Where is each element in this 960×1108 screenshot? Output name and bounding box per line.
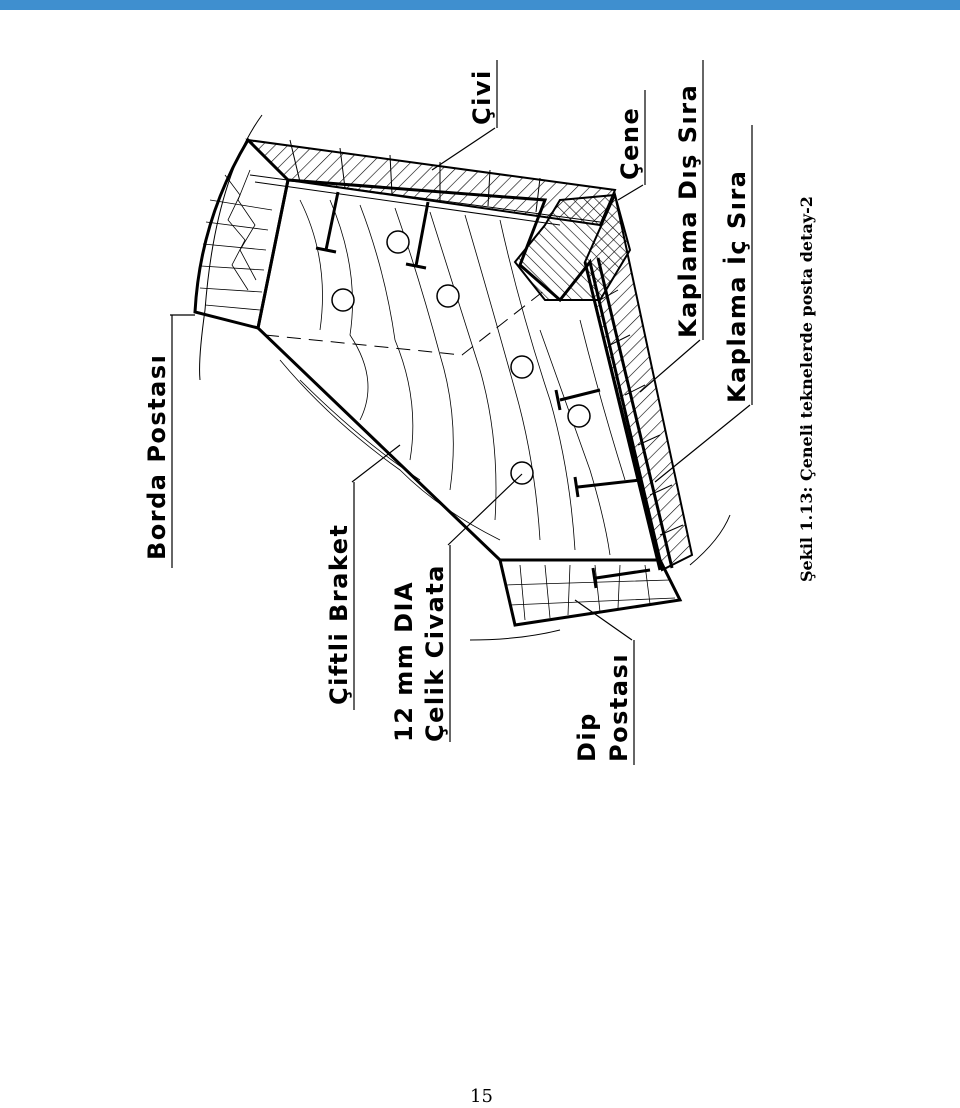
leader-kaplama-dis [639,339,701,393]
label-cene: Çene [616,107,644,180]
leader-dip [574,599,633,641]
top-accent-bar [0,0,960,10]
leader-lines [170,127,751,641]
label-bolt-material: Çelik Civata [421,564,449,742]
bolt-5 [567,404,591,428]
bolt-1 [386,230,410,254]
leader-kaplama-ic [654,404,751,483]
page-number: 15 [470,1086,493,1107]
leader-civi [431,127,496,171]
nails [315,191,651,589]
label-kaplama-ic-sira: Kaplama İç Sıra [722,169,751,403]
label-civi: Çivi [468,69,496,125]
leader-bolt [447,473,523,546]
label-bolt-size: 12 mm DIA [390,581,418,742]
side-frame-borda-postasi [193,137,290,330]
nail-5 [591,567,651,589]
label-dip: Dip [573,712,601,762]
top-planking [245,138,617,227]
figure-caption: Şekil 1.13: Çeneli teknelerde posta deta… [797,196,816,582]
nail-2 [405,201,430,270]
label-underlines [171,60,753,765]
nail-3 [554,388,601,411]
label-ciftli-braket: Çiftli Braket [325,524,353,705]
label-postasi: Postası [605,653,633,762]
label-borda-postasi: Borda Postası [143,354,171,560]
leader-braket [351,444,401,483]
label-kaplama-dis-sira: Kaplama Dış Sıra [674,84,702,338]
nail-4 [573,476,641,498]
leader-cene [617,184,644,201]
bolt-2 [331,288,355,312]
bolt-4 [510,355,534,379]
bolt-3 [436,284,460,308]
bottom-planking [583,191,694,572]
bottom-frame-dip-postasi [498,558,683,627]
labels: Borda Postası Çiftli Braket 12 mm DIA Çe… [143,69,751,762]
nail-1 [315,191,340,254]
